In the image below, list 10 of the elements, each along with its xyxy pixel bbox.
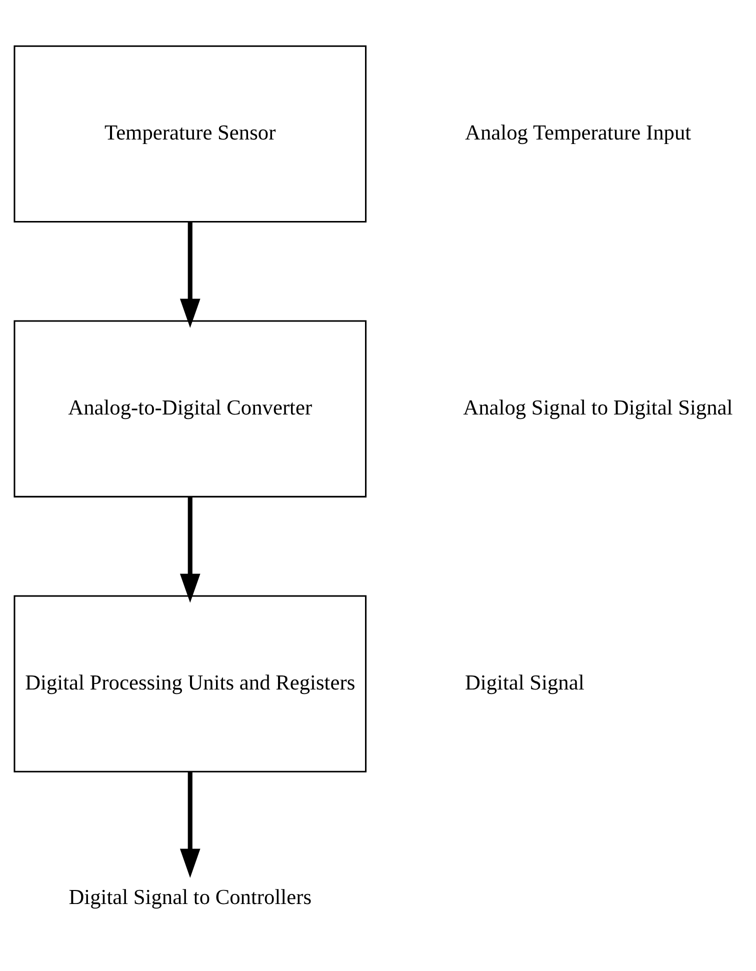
- node-text: Digital Signal to Controllers: [68, 884, 312, 909]
- label: Analog Temperature Input: [465, 120, 692, 144]
- arrow: [180, 496, 200, 602]
- label: Analog Signal to Digital Signal: [463, 395, 733, 420]
- node-box: Temperature Sensor: [14, 44, 367, 222]
- node-box: Digital Processing Units and Registers: [14, 594, 367, 772]
- label: Digital Signal: [464, 670, 584, 694]
- arrow: [180, 771, 200, 878]
- arrow: [180, 222, 200, 328]
- node-box: Analog-to-Digital Converter: [14, 320, 367, 497]
